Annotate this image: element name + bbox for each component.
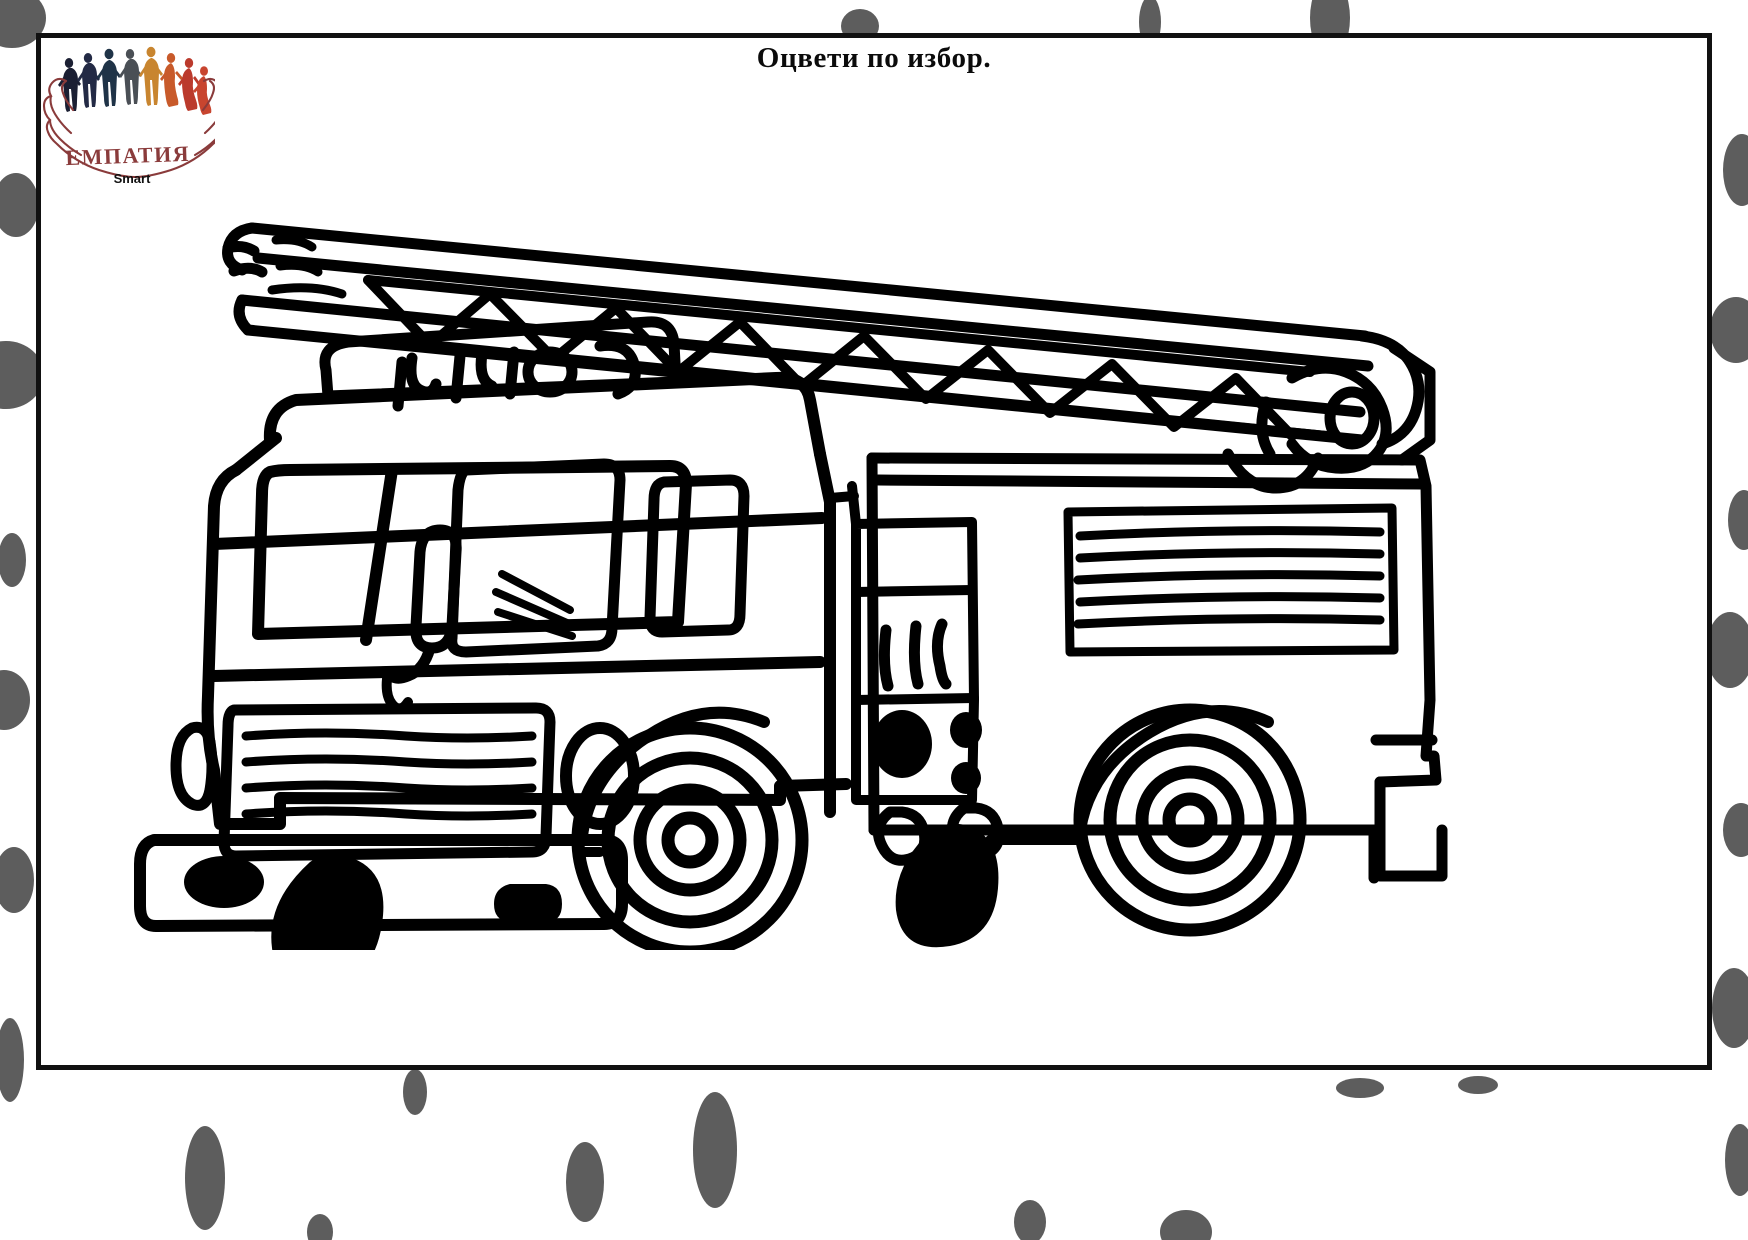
fire-truck-coloring-illustration (130, 140, 1550, 950)
logo-subtitle: Smart (114, 171, 152, 186)
rear-wheel (1073, 703, 1307, 937)
empatia-smart-logo: ЕМПАТИЯ Smart (40, 35, 215, 190)
front-grille (218, 702, 556, 862)
windshield (252, 460, 692, 646)
front-wheel (571, 721, 809, 950)
side-window (446, 458, 626, 658)
page-title: Оцвети по избор. (756, 42, 992, 74)
front-bumper (134, 834, 628, 932)
ground-shadow (271, 823, 999, 950)
cupped-hands-icon (42, 77, 215, 179)
roof-light-bar (319, 316, 682, 412)
louver-panel (1063, 503, 1399, 657)
control-panel (851, 517, 1005, 866)
ladder-turntable (1222, 330, 1436, 494)
side-mirror (381, 524, 462, 714)
body-lower-trim (577, 835, 1083, 857)
people-circle-icon (58, 46, 212, 115)
side-marker-light (170, 721, 218, 811)
cab (201, 371, 852, 830)
logo-wordmark: ЕМПАТИЯ (65, 141, 190, 170)
rear-step (1368, 824, 1448, 884)
rear-cab-window (644, 474, 750, 638)
